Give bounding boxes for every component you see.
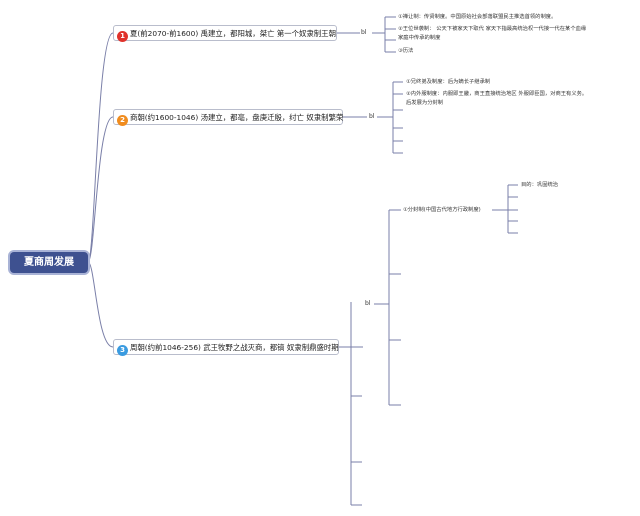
connector-xia-items — [384, 16, 396, 53]
bl-label-zhou: bl — [365, 300, 371, 307]
number-2-icon: 2 — [117, 115, 128, 126]
connector-zhou-stem — [350, 302, 363, 505]
zhou-item-1: ①分封制(中国古代地方行政制度) — [403, 207, 481, 213]
fengjian-item-1: 目的：巩固统治 — [521, 182, 559, 188]
connector-root-zhou — [87, 261, 114, 348]
xia-item-2-cont: 家庭中传承的制度 — [398, 35, 441, 41]
topic-shang-label: 商朝(约1600-1046) 汤建立，都亳，盘庚迁殷，纣亡 奴隶制繁荣 — [130, 113, 344, 122]
bl-label-xia: bl — [361, 29, 367, 36]
connector-root-shang — [87, 116, 114, 263]
topic-zhou-label: 周朝(约前1046-256) 武王牧野之战灭商，都镐 奴隶制鼎盛时期 — [130, 343, 339, 352]
shang-item-1: ①兄终弟及制度：后为嫡长子继承制 — [406, 79, 491, 85]
connector-fengjian-items — [507, 184, 518, 234]
root-topic[interactable]: 夏商周发展 — [10, 252, 88, 273]
connector-zhou-items — [388, 209, 401, 406]
shang-item-2: ②内外服制度：内服即王畿，商王直接统治地区 外服即臣国，对商王有义务。 — [406, 91, 588, 97]
xia-item-2: ②王位世袭制： 公天下被家天下取代 家天下指最高统治权一代接一代在某个血缘 — [398, 26, 587, 32]
shang-item-2-cont: 后发展为分封制 — [406, 100, 444, 106]
connector-root-xia — [87, 32, 114, 263]
connector-shang-items — [392, 81, 403, 154]
number-3-icon: 3 — [117, 345, 128, 356]
number-1-icon: 1 — [117, 31, 128, 42]
xia-item-1: ①禅让制：传贤制度。中国原始社会部落联盟民主推选首领的制度。 — [398, 14, 557, 20]
topic-xia-label: 夏(前2070-前1600) 禹建立，都阳城，桀亡 第一个奴隶制王朝 — [130, 29, 336, 38]
xia-item-3: ③历法 — [398, 48, 414, 54]
connector-zhou-lower — [351, 395, 362, 506]
bl-label-shang: bl — [369, 113, 375, 120]
